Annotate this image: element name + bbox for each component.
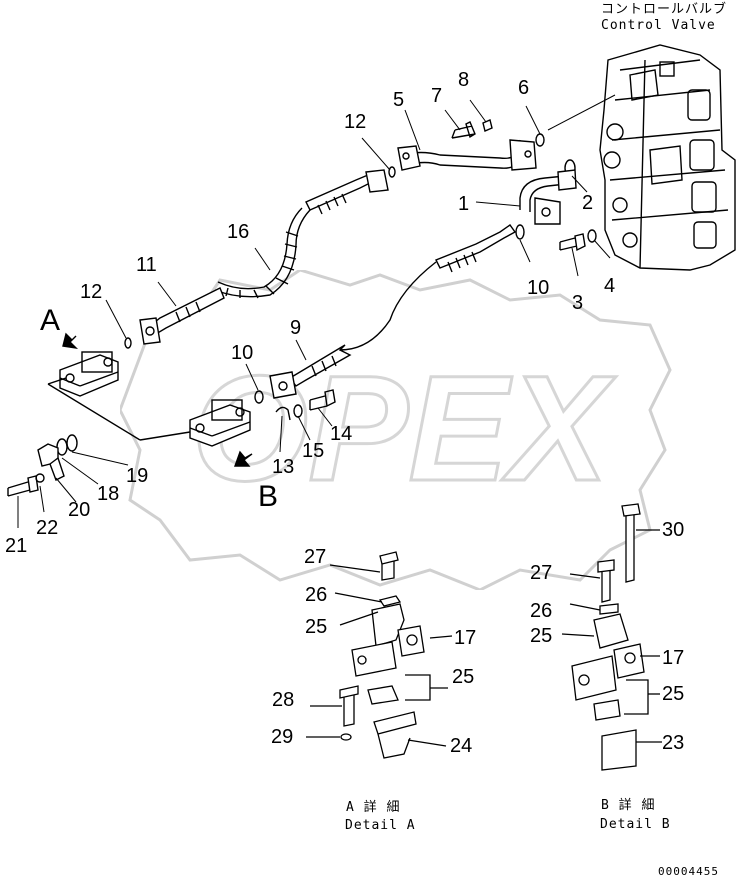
washer-8 <box>482 119 493 132</box>
callout-21: 21 <box>5 535 28 557</box>
callout-2: 2 <box>582 192 594 214</box>
detail-a <box>306 551 453 759</box>
callout-5: 5 <box>393 89 405 111</box>
detail-a-callout-25-lower: 25 <box>452 666 475 688</box>
leader-lines <box>17 94 616 528</box>
o-ring-10 <box>515 224 525 240</box>
detail-b-callout-30: 30 <box>662 519 685 541</box>
hose-9 <box>254 344 352 404</box>
detail-b-caption-en: Detail B <box>600 817 671 832</box>
view-arrow-b <box>234 450 253 467</box>
callout-22: 22 <box>36 517 59 539</box>
flange-assembly-b <box>139 399 251 447</box>
detail-a-callout-28: 28 <box>272 689 295 711</box>
watermark-logo: OPEX <box>120 270 672 590</box>
detail-b-callout-25-upper: 25 <box>530 625 553 647</box>
detail-a-callout-29: 29 <box>271 726 294 748</box>
detail-a-caption-en: Detail A <box>345 818 416 833</box>
control-valve-block <box>599 44 736 271</box>
hose-right <box>339 224 517 351</box>
bolt-14 <box>309 389 336 411</box>
view-label-b: B <box>258 480 279 513</box>
detail-b-callout-23: 23 <box>662 732 685 754</box>
component-name-en: Control Valve <box>601 18 716 33</box>
detail-a-callout-27: 27 <box>304 546 327 568</box>
callout-9: 9 <box>290 317 302 339</box>
callout-7: 7 <box>431 85 443 107</box>
detail-b <box>561 503 662 771</box>
detail-a-caption-jp: A 詳 細 <box>346 800 401 815</box>
hose-upper-left <box>305 166 396 215</box>
o-ring-6 <box>535 133 545 147</box>
callout-13: 13 <box>272 456 295 478</box>
callout-18: 18 <box>97 483 120 505</box>
callout-6: 6 <box>518 77 530 99</box>
callout-15: 15 <box>302 440 325 462</box>
view-arrow-a <box>62 332 79 350</box>
detail-a-callout-26: 26 <box>305 584 328 606</box>
component-name-jp: コントロールバルブ <box>601 2 728 17</box>
detail-b-callout-26: 26 <box>530 600 553 622</box>
detail-b-caption-jp: B 詳 細 <box>601 798 656 813</box>
callout-1: 1 <box>458 193 470 215</box>
small-parts-left <box>7 434 78 497</box>
callout-12-upper: 12 <box>344 111 367 133</box>
washer-4 <box>587 229 597 243</box>
bolt-7 <box>451 121 476 139</box>
tube-5 <box>397 139 537 171</box>
callout-16: 16 <box>227 221 250 243</box>
detail-a-callout-24: 24 <box>450 735 473 757</box>
callout-3: 3 <box>572 292 584 314</box>
callout-4: 4 <box>604 275 616 297</box>
callout-10-right: 10 <box>527 277 550 299</box>
detail-a-callout-25-upper: 25 <box>305 616 328 638</box>
detail-b-callout-27: 27 <box>530 562 553 584</box>
bolt-3 <box>559 233 586 252</box>
callout-8: 8 <box>458 69 470 91</box>
washer-15 <box>293 404 303 418</box>
callout-10-left: 10 <box>231 342 254 364</box>
callout-12-left: 12 <box>80 281 103 303</box>
callout-14: 14 <box>330 423 353 445</box>
detail-a-callout-17: 17 <box>454 627 477 649</box>
callout-19: 19 <box>126 465 149 487</box>
detail-b-callout-25-lower: 25 <box>662 683 685 705</box>
drawing-number: 00004455 <box>658 865 719 878</box>
callout-11: 11 <box>136 254 157 276</box>
callout-20: 20 <box>68 499 91 521</box>
watermark-text: OPEX <box>192 344 617 512</box>
tube-1 <box>519 169 577 225</box>
hose-16 <box>214 207 311 299</box>
flange-assembly-a <box>47 351 141 441</box>
hose-11 <box>124 287 225 349</box>
clamp-13 <box>275 406 291 421</box>
view-label-a: A <box>40 304 61 337</box>
detail-b-callout-17: 17 <box>662 647 685 669</box>
